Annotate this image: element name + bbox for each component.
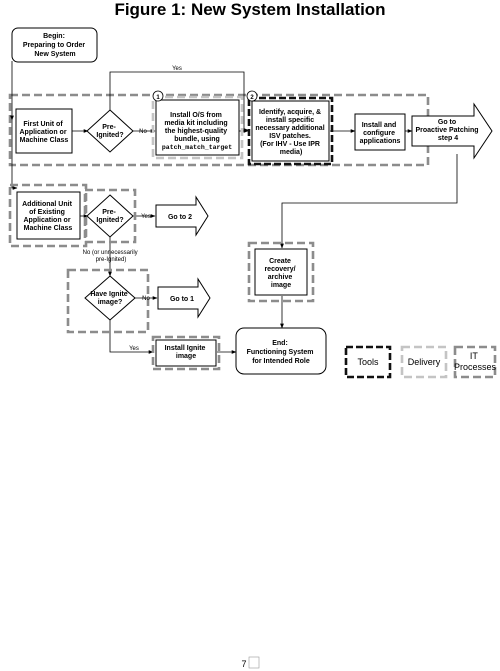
end-node — [235, 327, 327, 375]
edge-label-yes-2: Yes — [141, 214, 151, 220]
legend-it-processes — [453, 345, 497, 379]
step-marker-1 — [152, 90, 164, 102]
connector-yes-install-ignite — [109, 320, 154, 354]
additional-unit-frame — [8, 183, 88, 248]
go-to-2-arrow — [155, 195, 209, 237]
connector-proactive-recovery — [280, 154, 458, 249]
pre-ignited-1-text: Pre- Ignited? — [96, 124, 123, 139]
identify-tools-frame — [247, 96, 334, 166]
proactive-text: Go to Proactive Patching step 4 — [416, 119, 481, 142]
pre-ignited-2-text: Pre- Ignited? — [96, 209, 123, 224]
go-to-1-arrow — [157, 277, 211, 319]
install-os-text: Install O/S from media kit including the… — [164, 112, 229, 143]
go-to-2-text: Go to 2 — [168, 214, 192, 221]
legend-delivery — [400, 345, 448, 379]
have-ignite-text: Have Ignite image? — [90, 291, 129, 306]
begin-node-text: Begin: Preparing to Order New System — [23, 33, 87, 58]
edge-label-yes-top: Yes — [172, 66, 182, 72]
install-ignite-frame — [151, 335, 221, 371]
install-os-delivery-frame — [151, 95, 244, 160]
additional-unit-node — [16, 191, 81, 240]
begin-node — [11, 27, 98, 63]
install-configure-text: Install and configure applications — [360, 122, 401, 145]
have-ignite-frame — [66, 268, 150, 334]
legend-delivery-label: Delivery — [408, 357, 441, 367]
pre-ignited-2-frame — [83, 188, 137, 244]
install-os-node — [155, 99, 240, 156]
install-ignite-text: Install Ignite image — [165, 345, 208, 360]
page-title: Figure 1: New System Installation — [114, 0, 385, 19]
go-to-1-text: Go to 1 — [170, 296, 194, 303]
create-recovery-text: Create recovery/ archive image — [264, 258, 297, 289]
end-text: End: Functioning System for Intended Rol… — [247, 340, 316, 365]
create-recovery-frame — [247, 241, 315, 303]
pre-ignited-decision-1 — [86, 109, 134, 153]
proactive-patching-arrow — [411, 102, 493, 160]
first-unit-node — [15, 108, 73, 154]
first-unit-text: First Unit of Application or Machine Cla… — [19, 121, 68, 144]
connector-begin-additional — [11, 120, 18, 190]
legend-it-processes-label: IT Processes — [454, 351, 497, 372]
install-ignite-node — [155, 339, 217, 367]
legend-tools-label: Tools — [357, 357, 379, 367]
page-number-box — [248, 656, 260, 669]
legend-tools — [344, 345, 392, 379]
pre-ignited-decision-2 — [86, 194, 134, 238]
edge-label-yes-3: Yes — [129, 346, 139, 352]
step-marker-2 — [246, 90, 258, 102]
page-number: 7 — [241, 659, 246, 669]
identify-text: Identify, acquire, & install specific ne… — [255, 109, 326, 156]
step-marker-1-label: 1 — [156, 95, 160, 101]
it-process-group-frame — [8, 93, 430, 167]
additional-unit-text: Additional Unit of Existing Application … — [22, 201, 74, 232]
edge-label-no-unnecessary: No (or unnecessarily pre-Ignited) — [83, 250, 140, 263]
create-recovery-node — [254, 248, 308, 296]
identify-node — [251, 100, 330, 162]
edge-label-no-3: No — [142, 296, 150, 302]
install-configure-node — [354, 113, 406, 151]
have-ignite-decision — [84, 275, 136, 321]
edge-label-no-1: No — [139, 129, 147, 135]
step-marker-2-label: 2 — [250, 95, 254, 101]
install-os-code: patch_match_target — [162, 144, 232, 151]
